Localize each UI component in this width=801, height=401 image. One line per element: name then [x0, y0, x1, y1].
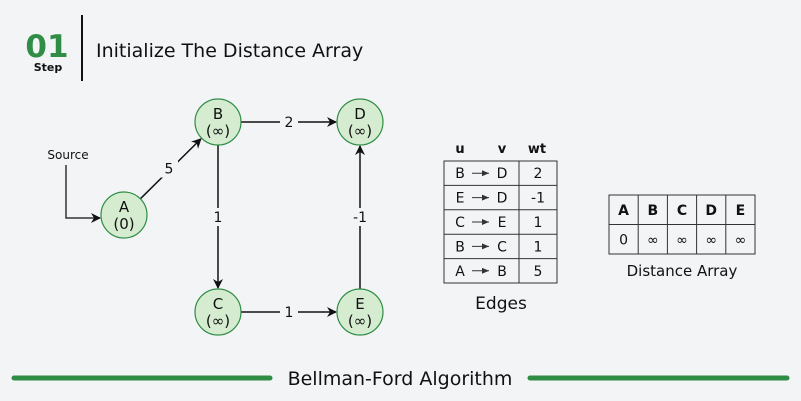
- edge-wt: 5: [534, 264, 543, 280]
- node-B: B(∞): [194, 98, 242, 146]
- step-label: Step: [34, 61, 63, 74]
- node-E: E(∞): [336, 288, 384, 336]
- edges-table-header: u: [455, 142, 464, 157]
- edge-weight-background: [209, 208, 227, 226]
- node-distance: (∞): [206, 122, 230, 140]
- edge-weight: 1: [214, 210, 223, 226]
- node-circle: [194, 288, 242, 336]
- graph-edges: 5 2 1 1 -1: [139, 113, 369, 321]
- distance-array-caption: Distance Array: [627, 262, 738, 280]
- distance-value-C: ∞: [676, 233, 688, 249]
- edge-u: E: [456, 191, 465, 207]
- distance-header-C: C: [677, 203, 687, 219]
- distance-value-E: ∞: [735, 233, 747, 249]
- distance-header-D: D: [705, 203, 717, 219]
- edge-weight: 1: [285, 305, 294, 321]
- edge-weight-background: [280, 303, 298, 321]
- edge-u: C: [455, 215, 465, 231]
- edges-table-header: wt: [528, 142, 546, 157]
- node-distance: (∞): [348, 312, 372, 330]
- graph-nodes: A(0)B(∞)C(∞)D(∞)E(∞): [100, 98, 384, 336]
- node-circle: [194, 98, 242, 146]
- distance-array: A 0 B ∞ C ∞ D ∞ E ∞: [608, 194, 756, 255]
- node-distance: (∞): [206, 312, 230, 330]
- node-circle: [336, 98, 384, 146]
- edges-table-header: v: [498, 142, 507, 157]
- edge-weight: 5: [165, 162, 174, 178]
- node-distance: (∞): [348, 122, 372, 140]
- edge-wt: -1: [531, 191, 545, 207]
- edges-table-border: [443, 160, 558, 284]
- edge-weight-background: [280, 113, 298, 131]
- edge-v: D: [497, 191, 508, 207]
- distance-value-B: ∞: [647, 233, 659, 249]
- edge-u: A: [455, 264, 465, 280]
- node-label: C: [213, 295, 223, 313]
- node-circle: [336, 288, 384, 336]
- edge-wt: 2: [534, 166, 543, 182]
- distance-value-A: 0: [619, 233, 628, 249]
- page-title: Initialize The Distance Array: [96, 40, 363, 62]
- edge-weight: 2: [285, 115, 294, 131]
- edge-wt: 1: [534, 239, 543, 255]
- edge-u: B: [455, 239, 465, 255]
- distance-header-B: B: [647, 203, 658, 219]
- edge-weight: -1: [353, 210, 367, 226]
- node-label: D: [354, 105, 366, 123]
- edge-v: D: [497, 166, 508, 182]
- step-number: 01: [25, 29, 68, 65]
- edge-v: C: [497, 239, 507, 255]
- node-circle: [100, 191, 148, 239]
- node-A: A(0): [100, 191, 148, 239]
- node-label: A: [119, 198, 130, 216]
- node-label: E: [355, 295, 364, 313]
- edge-v: B: [497, 264, 507, 280]
- source-arrow: [65, 165, 101, 223]
- distance-header-E: E: [736, 203, 746, 219]
- edge-u: B: [455, 166, 465, 182]
- edge-v: E: [498, 215, 507, 231]
- node-C: C(∞): [194, 288, 242, 336]
- source-label: Source: [47, 148, 88, 162]
- edges-caption: Edges: [475, 294, 527, 314]
- footer-title: Bellman-Ford Algorithm: [288, 368, 513, 390]
- node-label: B: [213, 105, 223, 123]
- distance-header-A: A: [618, 203, 629, 219]
- edge-weight-background: [160, 159, 178, 178]
- edge-weight-background: [351, 208, 369, 226]
- node-D: D(∞): [336, 98, 384, 146]
- distance-value-D: ∞: [705, 233, 717, 249]
- edge-wt: 1: [534, 215, 543, 231]
- node-distance: (0): [113, 215, 134, 233]
